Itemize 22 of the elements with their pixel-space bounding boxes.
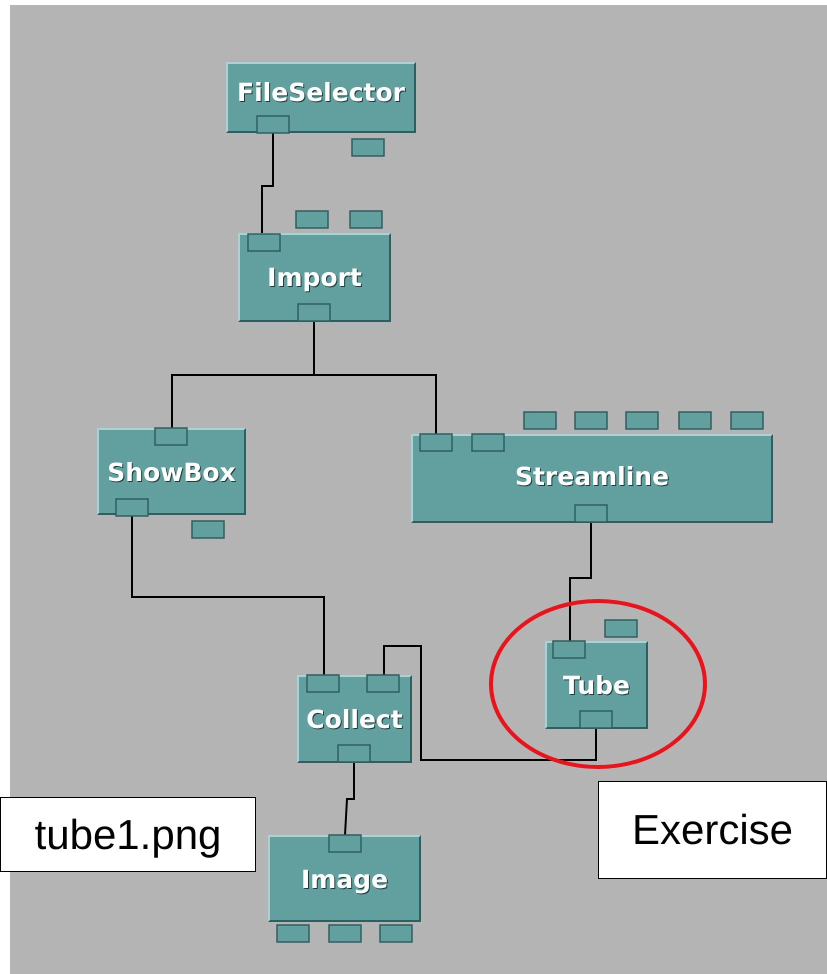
module-box <box>268 835 421 922</box>
connector-line <box>131 515 325 675</box>
node-label: Streamline <box>514 462 670 491</box>
module-box <box>97 428 246 515</box>
label-box <box>0 797 256 872</box>
module-box <box>226 62 416 133</box>
connector-line <box>569 523 592 641</box>
node-label: tube1.png <box>34 810 222 858</box>
module-box <box>411 434 773 523</box>
connector-line <box>313 322 437 434</box>
module-box <box>238 233 391 322</box>
node-label: Image <box>300 865 390 894</box>
connector-line <box>383 645 597 761</box>
connector-line <box>261 133 274 233</box>
node-label: Collect <box>305 705 404 734</box>
label-box <box>598 781 827 879</box>
node-label: FileSelector <box>236 78 406 107</box>
node-label: ShowBox <box>106 458 237 487</box>
node-label: Exercise <box>632 806 794 854</box>
node-label: Import <box>266 263 363 292</box>
connector-line <box>344 763 355 836</box>
node-label: Tube <box>562 671 631 700</box>
